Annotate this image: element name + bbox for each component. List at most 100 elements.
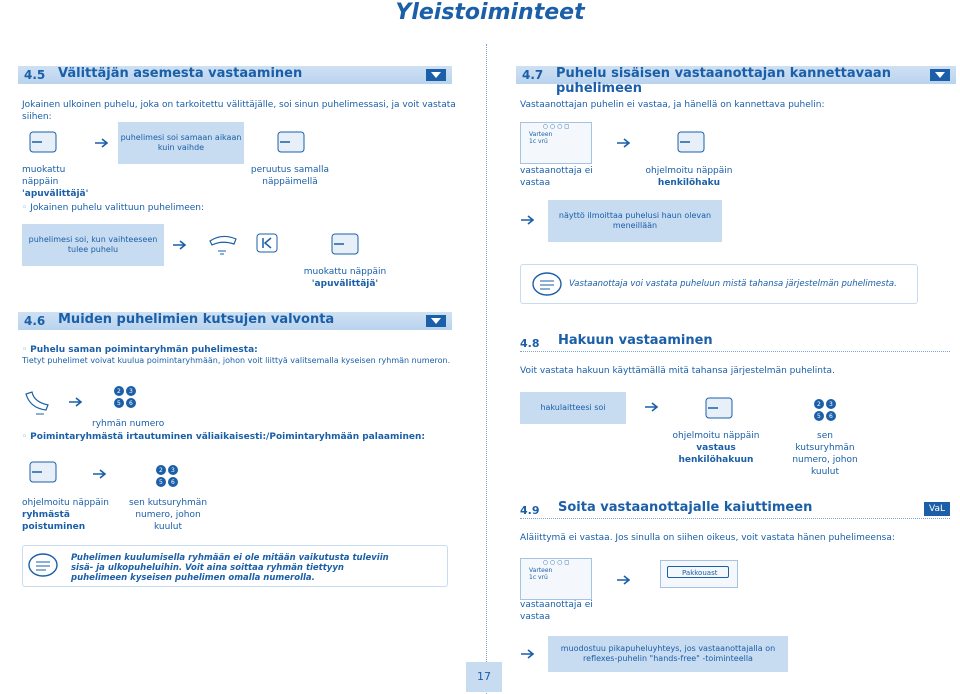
note-box: Puhelimen kuulumisella ryhmään ei ole mi… <box>22 545 448 587</box>
svg-text:2: 2 <box>159 467 163 474</box>
key-icon[interactable] <box>330 232 360 256</box>
answer-caption: vastaanottaja ei vastaa <box>520 599 593 623</box>
caption-line: vastaa <box>520 178 551 188</box>
info-box: muodostuu pikapuheluyhteys, jos vastaano… <box>548 636 788 672</box>
caption-line: numero, johon <box>135 510 201 520</box>
program-caption: ohjelmoitu näppäin henkilöhaku <box>644 165 734 189</box>
section-4-7-header: 4.7 Puhelu sisäisen vastaanottajan kanne… <box>516 66 956 96</box>
bullet-text: ◦ Poimintaryhmästä irtautuminen väliaika… <box>22 431 425 443</box>
caption-line: 'apuvälittäjä' <box>311 279 379 289</box>
caption-line: poistuminen <box>22 522 86 532</box>
page-title: Yleistoiminteet <box>395 0 585 25</box>
bullet-icon: ◦ <box>22 203 31 213</box>
caption-line: henkilöhaku <box>657 178 721 188</box>
phone-screen: ○ ○ ○ ◻ Varteen 1c vrü <box>520 558 592 600</box>
arrow-icon <box>95 138 109 148</box>
caption-line: peruutus samalla <box>250 165 330 175</box>
back-key-icon[interactable] <box>256 233 278 253</box>
bullet-label: Jokainen puhelu valittuun puhelimeen: <box>30 203 205 213</box>
key-caption: ohjelmoitu näppäin ryhmästä poistuminen <box>22 497 109 533</box>
arrow-icon <box>645 402 659 412</box>
handset-icon[interactable] <box>22 388 56 416</box>
section-4-9-header: 4.9 Soita vastaanottajalle kaiuttimeen <box>520 500 950 520</box>
arrow-icon <box>93 469 107 479</box>
caption-line: kuulut <box>153 522 183 532</box>
caption-line: 'apuvälittäjä' <box>22 189 89 199</box>
arrow-icon <box>617 138 631 148</box>
note-icon <box>532 272 562 296</box>
button-label: Pakkouast <box>682 569 718 577</box>
section-title: Hakuun vastaaminen <box>558 333 713 348</box>
chevron-down-icon[interactable] <box>426 315 446 327</box>
chevron-down-icon[interactable] <box>426 69 446 81</box>
group-caption: sen kutsuryhmän numero, johon kuulut <box>126 497 210 533</box>
caption-line: ohjelmoitu näppäin <box>645 166 733 176</box>
arrow-icon <box>69 397 83 407</box>
caption-line: ohjelmoitu näppäin <box>22 498 109 508</box>
section-number: 4.8 <box>520 337 540 350</box>
caption-line: sen kutsuryhmän <box>128 498 208 508</box>
svg-text:5: 5 <box>159 479 163 486</box>
arrow-icon <box>173 240 187 250</box>
caption-line: sen <box>817 431 833 441</box>
section-title: Välittäjän asemesta vastaaminen <box>58 66 303 81</box>
key-caption: muokattu näppäin 'apuvälittäjä' <box>22 164 88 200</box>
bullet-icon: ◦ <box>22 432 31 442</box>
section-number: 4.7 <box>522 68 544 82</box>
group-number-label: ryhmän numero <box>92 419 165 429</box>
svg-text:3: 3 <box>829 401 833 408</box>
screen-icons: ○ ○ ○ ◻ <box>542 559 570 566</box>
section-number: 4.5 <box>24 68 46 82</box>
caption-line: ohjelmoitu näppäin <box>672 431 760 441</box>
bullet-text: ◦ Jokainen puhelu valittuun puhelimeen: <box>22 202 204 214</box>
note-text: Puhelimen kuulumisella ryhmään ei ole mi… <box>71 553 389 583</box>
key-icon[interactable] <box>276 130 306 154</box>
arrow-icon <box>521 649 535 659</box>
divider <box>520 351 950 352</box>
section-number: 4.6 <box>24 314 46 328</box>
caption-line: numero, johon <box>792 455 858 465</box>
svg-text:5: 5 <box>817 413 821 420</box>
caption-line: vastaanottaja ei <box>520 166 593 176</box>
forced-call-button[interactable]: Pakkouast <box>667 566 729 578</box>
key-caption: muokattu näppäin 'apuvälittäjä' <box>300 266 390 290</box>
arrow-icon <box>617 575 631 585</box>
section-number: 4.9 <box>520 504 540 517</box>
section-intro: Voit vastata hakuun käyttämällä mitä tah… <box>520 366 835 376</box>
section-title: Soita vastaanottajalle kaiuttimeen <box>558 500 813 515</box>
bullet-label: Poimintaryhmästä irtautuminen väliaikais… <box>30 432 425 442</box>
svg-text:5: 5 <box>117 400 121 407</box>
caption-line: näppäimellä <box>262 177 318 187</box>
svg-text:6: 6 <box>829 413 833 420</box>
group-caption: sen kutsuryhmän numero, johon kuulut <box>784 430 866 478</box>
key-icon[interactable] <box>28 460 58 484</box>
key-icon[interactable] <box>676 130 706 154</box>
phone-screen: ○ ○ ○ ◻ Varteen 1c vrü <box>520 122 592 164</box>
program-caption: ohjelmoitu näppäin vastaus henkilöhakuun <box>660 430 772 466</box>
chevron-down-icon[interactable] <box>930 69 950 81</box>
cancel-caption: peruutus samalla näppäimellä <box>250 164 330 188</box>
info-box: puhelimesi soi, kun vaihteeseen tulee pu… <box>22 224 164 266</box>
note-box: Vastaanottaja voi vastata puheluun mistä… <box>520 264 918 304</box>
caption-line: näppäin <box>22 177 59 187</box>
section-intro: Aläiittymä ei vastaa. Jos sinulla on sii… <box>520 533 895 543</box>
info-box: hakulaitteesi soi <box>520 392 626 424</box>
subtext: Tietyt puhelimet voivat kuulua poimintar… <box>22 356 451 365</box>
info-box: näyttö ilmoittaa puhelusi haun olevan me… <box>548 200 722 242</box>
svg-text:3: 3 <box>171 467 175 474</box>
section-4-6-header: 4.6 Muiden puhelimien kutsujen valvonta <box>18 312 452 330</box>
key-icon[interactable] <box>28 130 58 154</box>
divider <box>520 518 950 519</box>
section-4-8-header: 4.8 Hakuun vastaaminen <box>520 333 950 353</box>
screen-text: Varteen 1c vrü <box>529 131 553 145</box>
handset-icon[interactable] <box>206 231 240 259</box>
phone-screen-button: Pakkouast <box>660 560 738 588</box>
val-badge: VaL <box>924 502 950 516</box>
key-icon[interactable] <box>704 396 734 420</box>
answer-caption: vastaanottaja ei vastaa <box>520 165 593 189</box>
bullet-icon: ◦ <box>22 345 31 355</box>
section-title: Muiden puhelimien kutsujen valvonta <box>58 312 335 327</box>
